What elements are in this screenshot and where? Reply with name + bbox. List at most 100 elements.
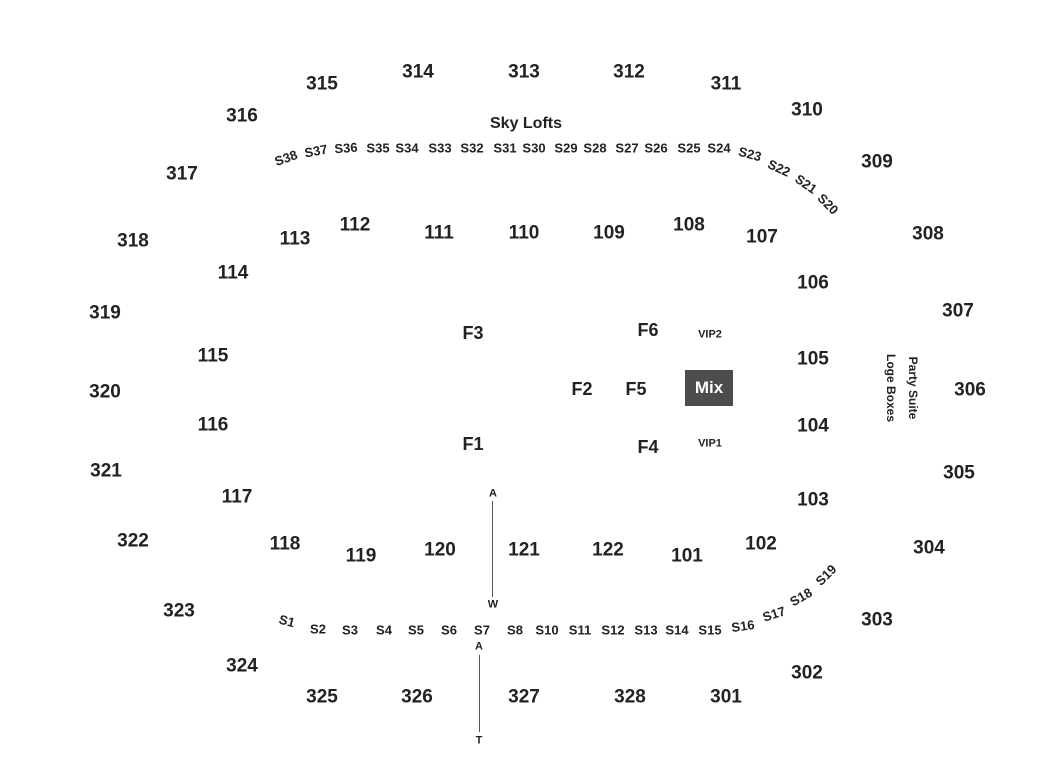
section-120[interactable]: 120 bbox=[424, 539, 456, 561]
sky-loft-s35[interactable]: S35 bbox=[366, 140, 390, 156]
section-111[interactable]: 111 bbox=[424, 222, 454, 244]
floor-section-f2[interactable]: F2 bbox=[571, 379, 593, 399]
section-119[interactable]: 119 bbox=[345, 545, 377, 567]
section-321[interactable]: 321 bbox=[90, 460, 122, 482]
suite-s7[interactable]: S7 bbox=[474, 622, 490, 638]
sky-loft-s37[interactable]: S37 bbox=[303, 141, 329, 161]
section-104[interactable]: 104 bbox=[797, 415, 829, 437]
section-116[interactable]: 116 bbox=[197, 414, 229, 436]
section-316[interactable]: 316 bbox=[226, 105, 258, 127]
section-310[interactable]: 310 bbox=[791, 99, 823, 121]
section-118[interactable]: 118 bbox=[269, 533, 301, 555]
floor-section-f5[interactable]: F5 bbox=[625, 379, 647, 399]
suite-s19[interactable]: S19 bbox=[812, 561, 840, 589]
suite-s15[interactable]: S15 bbox=[698, 622, 722, 638]
suite-s3[interactable]: S3 bbox=[342, 622, 358, 638]
section-323[interactable]: 323 bbox=[163, 600, 195, 622]
suite-s8[interactable]: S8 bbox=[507, 622, 523, 638]
sky-loft-s30[interactable]: S30 bbox=[522, 140, 546, 156]
vip-section-vip2[interactable]: VIP2 bbox=[698, 328, 722, 341]
section-303[interactable]: 303 bbox=[861, 609, 893, 631]
suite-s4[interactable]: S4 bbox=[376, 622, 392, 638]
section-109[interactable]: 109 bbox=[593, 222, 625, 244]
section-101[interactable]: 101 bbox=[671, 545, 703, 567]
section-320[interactable]: 320 bbox=[89, 381, 121, 403]
suite-s18[interactable]: S18 bbox=[787, 584, 815, 610]
suite-s16[interactable]: S16 bbox=[730, 616, 756, 636]
sky-loft-s20[interactable]: S20 bbox=[814, 190, 842, 218]
section-301[interactable]: 301 bbox=[710, 686, 742, 708]
section-112[interactable]: 112 bbox=[339, 214, 371, 236]
aisle-marker-w: W bbox=[487, 598, 499, 611]
sky-loft-s38[interactable]: S38 bbox=[272, 146, 300, 170]
section-313[interactable]: 313 bbox=[508, 61, 540, 83]
sky-loft-s31[interactable]: S31 bbox=[493, 140, 517, 156]
section-311[interactable]: 311 bbox=[710, 73, 742, 95]
floor-section-f3[interactable]: F3 bbox=[462, 323, 484, 343]
section-103[interactable]: 103 bbox=[797, 489, 829, 511]
section-115[interactable]: 115 bbox=[197, 345, 229, 367]
section-308[interactable]: 308 bbox=[912, 223, 944, 245]
floor-section-f6[interactable]: F6 bbox=[637, 320, 659, 340]
sky-loft-s33[interactable]: S33 bbox=[428, 140, 452, 156]
sky-loft-s29[interactable]: S29 bbox=[554, 140, 578, 156]
suite-s5[interactable]: S5 bbox=[408, 622, 424, 638]
suite-s14[interactable]: S14 bbox=[665, 622, 689, 638]
section-304[interactable]: 304 bbox=[913, 537, 945, 559]
suite-s1[interactable]: S1 bbox=[277, 611, 297, 631]
section-305[interactable]: 305 bbox=[943, 462, 975, 484]
section-314[interactable]: 314 bbox=[402, 61, 434, 83]
section-107[interactable]: 107 bbox=[746, 226, 778, 248]
section-324[interactable]: 324 bbox=[226, 655, 258, 677]
floor-section-f4[interactable]: F4 bbox=[637, 437, 659, 457]
section-322[interactable]: 322 bbox=[117, 530, 149, 552]
mix-label: Mix bbox=[694, 378, 724, 397]
section-122[interactable]: 122 bbox=[592, 539, 624, 561]
section-113[interactable]: 113 bbox=[279, 228, 311, 250]
sky-loft-s24[interactable]: S24 bbox=[707, 140, 731, 156]
sky-loft-s32[interactable]: S32 bbox=[460, 140, 484, 156]
section-315[interactable]: 315 bbox=[306, 73, 338, 95]
section-325[interactable]: 325 bbox=[306, 686, 338, 708]
section-114[interactable]: 114 bbox=[217, 262, 249, 284]
section-327[interactable]: 327 bbox=[508, 686, 540, 708]
section-307[interactable]: 307 bbox=[942, 300, 974, 322]
sky-loft-s22[interactable]: S22 bbox=[765, 156, 793, 180]
sky-lofts-title: Sky Lofts bbox=[489, 115, 563, 132]
sky-loft-s34[interactable]: S34 bbox=[395, 140, 419, 156]
section-309[interactable]: 309 bbox=[861, 151, 893, 173]
section-328[interactable]: 328 bbox=[614, 686, 646, 708]
section-110[interactable]: 110 bbox=[508, 222, 540, 244]
suite-s2[interactable]: S2 bbox=[310, 621, 326, 637]
suite-s11[interactable]: S11 bbox=[568, 622, 592, 638]
suite-s13[interactable]: S13 bbox=[634, 622, 658, 638]
section-317[interactable]: 317 bbox=[166, 163, 198, 185]
section-306[interactable]: 306 bbox=[954, 379, 986, 401]
section-105[interactable]: 105 bbox=[797, 348, 829, 370]
sky-loft-s26[interactable]: S26 bbox=[644, 140, 668, 156]
section-102[interactable]: 102 bbox=[745, 533, 777, 555]
section-326[interactable]: 326 bbox=[401, 686, 433, 708]
sky-loft-s27[interactable]: S27 bbox=[615, 140, 639, 156]
sky-loft-s23[interactable]: S23 bbox=[736, 143, 764, 165]
section-108[interactable]: 108 bbox=[673, 214, 705, 236]
sky-loft-s28[interactable]: S28 bbox=[583, 140, 607, 156]
sky-loft-s25[interactable]: S25 bbox=[677, 140, 701, 156]
floor-section-f1[interactable]: F1 bbox=[462, 434, 484, 454]
section-318[interactable]: 318 bbox=[117, 230, 149, 252]
vip-section-vip1[interactable]: VIP1 bbox=[698, 437, 722, 450]
mix-position[interactable]: Mix bbox=[685, 370, 733, 406]
section-106[interactable]: 106 bbox=[797, 272, 829, 294]
suite-s6[interactable]: S6 bbox=[441, 622, 457, 638]
suite-s17[interactable]: S17 bbox=[760, 603, 788, 625]
section-312[interactable]: 312 bbox=[613, 61, 645, 83]
sky-loft-s21[interactable]: S21 bbox=[792, 171, 820, 197]
section-121[interactable]: 121 bbox=[508, 539, 540, 561]
suite-s12[interactable]: S12 bbox=[601, 622, 625, 638]
suite-s10[interactable]: S10 bbox=[535, 622, 559, 638]
sky-loft-s36[interactable]: S36 bbox=[333, 139, 359, 157]
section-319[interactable]: 319 bbox=[89, 302, 121, 324]
section-302[interactable]: 302 bbox=[791, 662, 823, 684]
section-117[interactable]: 117 bbox=[221, 486, 253, 508]
